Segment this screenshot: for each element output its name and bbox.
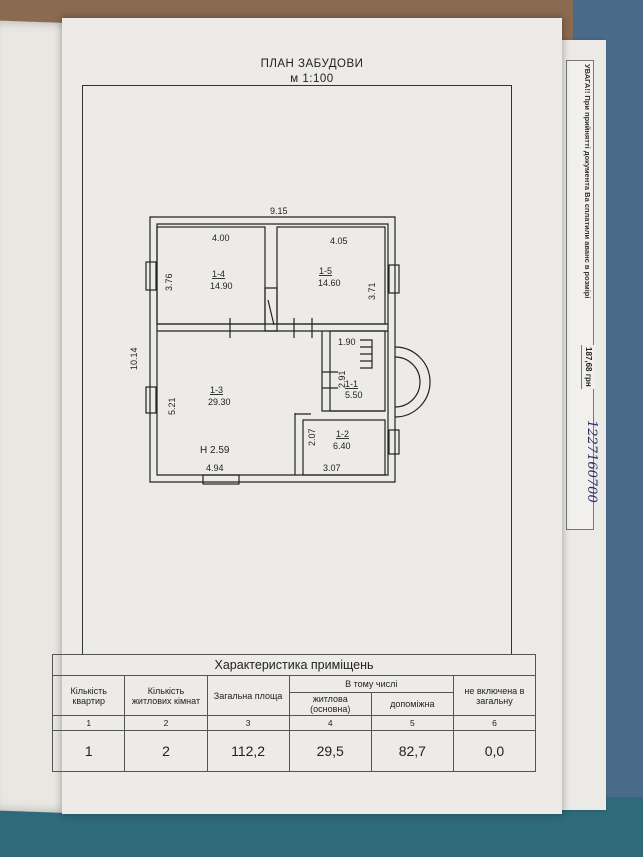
dim-r12-bottom: 3.07 (323, 463, 341, 473)
window (145, 386, 157, 414)
dim-r13-bottom: 4.94 (206, 463, 224, 473)
header-in-total: В тому числі (288, 675, 454, 693)
side-note-strip: УВАГА!! При прийнятті документа Ва сплат… (566, 60, 594, 530)
dim-r13-side: 5.21 (167, 397, 177, 415)
header-living-rooms: Кількість житлових кімнат (124, 675, 208, 716)
dim-total-height: 10.14 (129, 347, 139, 370)
inner-wall-line (156, 223, 389, 476)
room-1-2-area: 6.40 (333, 441, 351, 451)
porch (394, 346, 431, 418)
table-title: Характеристика приміщень (52, 654, 536, 676)
header-excluded: не включена в загальну (452, 675, 537, 716)
plan-scale: м 1:100 (290, 73, 334, 85)
partition (321, 331, 385, 412)
dim-r11-top: 1.90 (338, 337, 356, 347)
header-total-area: Загальна площа (206, 675, 290, 716)
col-number: 6 (452, 715, 537, 731)
side-note-price: 187,68 грн (581, 345, 595, 389)
dim-r14-top: 4.00 (212, 233, 230, 243)
header-living: житлова (основна) (288, 692, 372, 716)
room-1-2-outline (302, 419, 386, 476)
room-1-2-id: 1-2 (336, 429, 349, 439)
col-number: 3 (206, 715, 290, 731)
room-1-4-id: 1-4 (212, 269, 225, 279)
value-living-area: 29,5 (288, 730, 372, 772)
col-number: 1 (51, 715, 126, 731)
room-1-4-area: 14.90 (210, 281, 233, 291)
door-ticks (229, 318, 338, 415)
characteristics-table: Характеристика приміщень Кількість кварт… (51, 654, 537, 772)
room-1-3-id: 1-3 (210, 385, 223, 395)
header-apartments: Кількість квартир (51, 675, 126, 716)
room-1-5-area: 14.60 (318, 278, 341, 288)
characteristics-table-wrap: Характеристика приміщень Кількість кварт… (51, 654, 537, 772)
value-auxiliary-area: 82,7 (370, 730, 454, 772)
dim-r15-side: 3.71 (367, 282, 377, 300)
header-auxiliary: допоміжна (370, 692, 454, 716)
value-apartments: 1 (51, 730, 126, 772)
value-total-area: 112,2 (206, 730, 290, 772)
room-1-1-area: 5.50 (345, 390, 363, 400)
dim-r14-side: 3.76 (164, 273, 174, 291)
value-excluded-area: 0,0 (452, 730, 537, 772)
room-1-5-id: 1-5 (319, 266, 332, 276)
stair-entrance (360, 339, 373, 369)
window (202, 474, 240, 485)
divider-wall (157, 323, 388, 332)
handwritten-number: 1227160700 (584, 420, 599, 503)
col-number: 2 (124, 715, 208, 731)
window (388, 429, 400, 455)
room-1-1-id: 1-1 (345, 379, 358, 389)
outer-wall (149, 216, 396, 483)
col-number: 5 (370, 715, 454, 731)
room-1-3-area: 29.30 (208, 397, 231, 407)
ceiling-height: Н 2.59 (200, 445, 230, 456)
plan-title: ПЛАН ЗАБУДОВИ (260, 58, 364, 70)
side-note-text: УВАГА!! При прийнятті документа Ва сплат… (583, 64, 592, 299)
col-number: 4 (288, 715, 372, 731)
dim-total-width: 9.15 (270, 206, 288, 216)
dim-r15-top: 4.05 (330, 236, 348, 246)
window (145, 261, 157, 291)
dim-r11-side: 2.91 (337, 370, 347, 388)
window (388, 264, 400, 294)
value-living-rooms: 2 (124, 730, 208, 772)
dim-r12-side: 2.07 (307, 428, 317, 446)
stair-between (264, 287, 278, 332)
